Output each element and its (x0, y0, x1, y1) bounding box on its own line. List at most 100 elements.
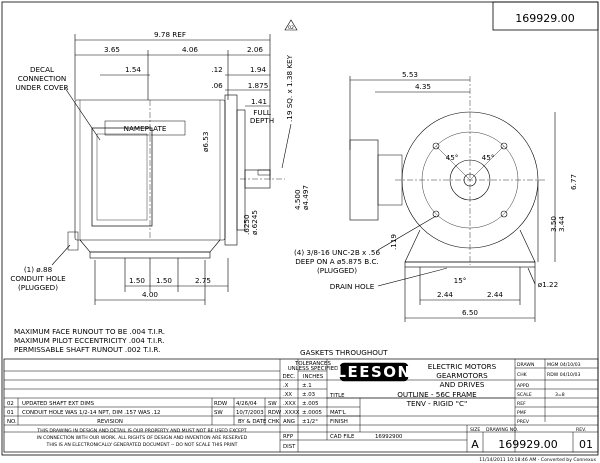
conduit-hole-label: (1) ø.88 (24, 265, 53, 274)
dim-label: 1.94 (250, 65, 266, 74)
leader-line (64, 87, 101, 141)
drawing-title: TENV - RIGID "C" (406, 399, 468, 408)
company-line: AND DRIVES (440, 380, 485, 389)
end-small-dim-label: .119 (389, 234, 398, 250)
bolt-hole (432, 142, 440, 150)
revision-header: NO. (7, 419, 17, 425)
finish-label: FINISH (330, 419, 348, 425)
right-row-label: CHK (517, 372, 528, 378)
full-depth-label: FULL (253, 108, 270, 117)
note-line: PERMISSABLE SHAFT RUNOUT .002 T.I.R. (14, 345, 160, 354)
drawing-no-value: 169929.00 (498, 438, 558, 451)
tol-dec: ANG (283, 419, 295, 425)
top-number-box (492, 1, 599, 31)
top-drawing-number: 169929.00 (515, 12, 575, 25)
body-diameter-label: ø6.53 (201, 132, 210, 152)
right-row-value: 3=8 (555, 392, 565, 398)
disclaimer-line: THIS DRAWING IN DESIGN AND DETAIL IS OUR… (36, 428, 246, 434)
tol-val: ±.1 (302, 383, 312, 389)
c-face (236, 109, 246, 231)
right-row-label: REF (517, 401, 526, 407)
right-row-label: DRAWN (517, 362, 534, 368)
tol-dec: .XXX (283, 401, 296, 407)
drain-hole-label: DRAIN HOLE (330, 282, 375, 291)
base-dim-label: 4.00 (142, 290, 158, 299)
revision-text: CONDUIT HOLE WAS 1/2-14 NPT, DIM .157 WA… (22, 410, 160, 416)
cad-file-value: 16992900 (375, 434, 403, 440)
shaft-key (257, 169, 271, 176)
end-height-label: 6.77 (569, 174, 578, 190)
end-view: 5.53 4.35 45° 45° 6.77 3.50 3.44 .119 (294, 70, 578, 322)
tapped-holes-label: (PLUGGED) (317, 266, 357, 275)
end-conduit-neck (377, 154, 403, 206)
front-view: 9.78 REF 3.65 4.06 2.06 1.54 .12 1.94 .0… (10, 19, 310, 305)
bolt-hole (500, 142, 508, 150)
full-depth-label: DEPTH (250, 116, 274, 125)
base-dim-label: 1.50 (129, 276, 145, 285)
end-shield (224, 94, 238, 246)
rfp-label: RFP (283, 434, 294, 440)
dim-label: 1.41 (251, 97, 267, 106)
revision-header: REVISION (97, 419, 123, 425)
drain-hole-mark (439, 267, 448, 271)
end-base-dim-label: 2.44 (487, 290, 503, 299)
angle-label: 45° (482, 153, 495, 162)
conduit-box (91, 127, 153, 227)
sheet-border (1, 1, 599, 456)
decal-label: CONNECTION (18, 74, 67, 83)
right-row-value: RDW 04/10/03 (547, 372, 580, 378)
pilot-circle (449, 159, 491, 201)
key-label: .19 SQ. x 1.38 KEY (285, 54, 294, 122)
title-block (3, 358, 599, 453)
company-line: ELECTRIC MOTORS (428, 362, 497, 371)
tol-col-header: DEC. (282, 374, 295, 380)
end-height-label: 3.44 (557, 216, 566, 232)
conduit-plug (67, 231, 79, 251)
revision-chk: RDW (268, 410, 282, 416)
company-line: GEARMOTORS (436, 371, 488, 380)
dim-label: 2.06 (247, 45, 263, 54)
drain-angle-label: 15° (454, 276, 467, 285)
end-dim-label: 4.35 (415, 82, 431, 91)
revision-header: BY & DATE (238, 419, 267, 425)
rev-label: REV. (576, 427, 586, 433)
tol-dec: .XXXX (283, 410, 300, 416)
right-row-label: SCALE (517, 392, 532, 398)
tol-val: ±.03 (302, 392, 315, 398)
leeson-logo-text: LEESON (336, 363, 411, 381)
tolerances-header: TOLERANCES (294, 361, 331, 367)
revision-no: 01 (7, 410, 14, 416)
dim-label: .06 (211, 81, 223, 90)
shaft-dim-label: ø.6245 (250, 210, 259, 235)
disclaimer-line: THIS IS AN ELECTRONICALLY GENERATED DOCU… (46, 442, 238, 448)
dim-label: 4.06 (182, 45, 198, 54)
pilot-dim-label: ø4.497 (301, 185, 310, 210)
drawing-no-label: DRAWING NO. (486, 427, 518, 433)
angle-ray (435, 145, 471, 181)
revision-by: SW (214, 410, 223, 416)
decal-label: DECAL (30, 65, 54, 74)
right-row-label: PREV (517, 419, 530, 425)
revision-by: RDW (214, 401, 228, 407)
drawing-title: OUTLINE - 56C FRAME (397, 390, 477, 399)
angle-ray (469, 145, 505, 181)
angle-label: 45° (446, 153, 459, 162)
conduit-hole-label: CONDUIT HOLE (10, 274, 66, 283)
right-row-label: PMF (517, 410, 527, 416)
tol-col-header: INCHES (303, 374, 324, 380)
dist-label: DIST (283, 444, 296, 450)
tolerances-header: UNLESS SPECIFIED (288, 366, 339, 372)
size-value: A (471, 438, 479, 451)
base-outline (79, 239, 221, 253)
dim-overall-label: 9.78 REF (154, 30, 186, 39)
base-foot (89, 251, 211, 259)
dim-label: 1.54 (125, 65, 141, 74)
tapped-holes-label: (4) 3/8-16 UNC-2B x .56 (294, 248, 380, 257)
size-label: SIZE (470, 427, 480, 433)
rev-note-number: 02 (288, 25, 294, 31)
bolt-hole (432, 210, 440, 218)
conduit-hole-label: (PLUGGED) (18, 283, 58, 292)
note-line: MAXIMUM PILOT ECCENTRICITY .004 T.I.R. (14, 336, 164, 345)
decal-label: UNDER COVER (16, 83, 69, 92)
